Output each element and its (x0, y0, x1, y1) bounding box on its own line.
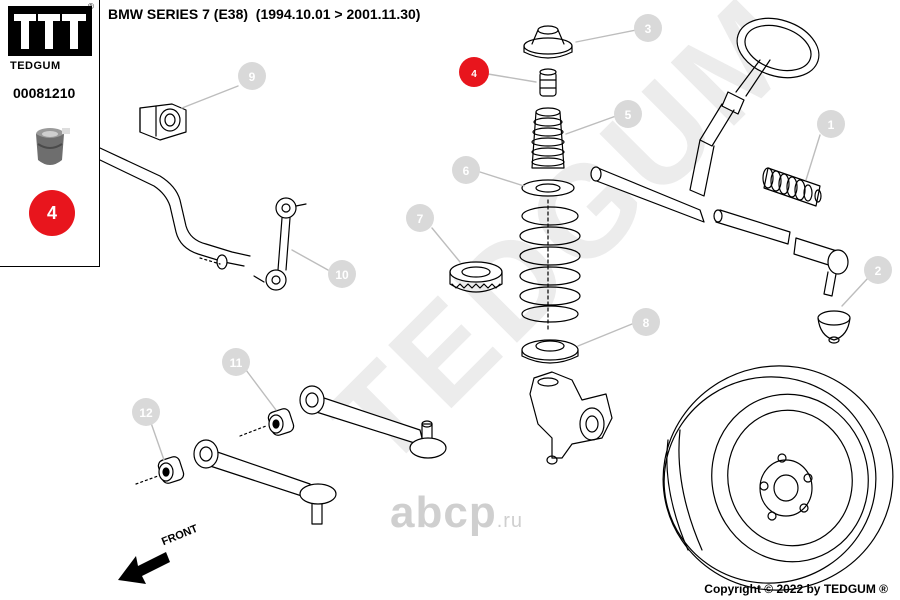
top-mount-drawing (523, 25, 573, 59)
part-number: 00081210 (13, 85, 76, 101)
wheel-drawing (662, 365, 894, 591)
store-watermark: abcp.ru (390, 488, 524, 537)
ball-joint-boot-drawing (817, 310, 851, 344)
callout-leaders (149, 29, 869, 461)
callout-11: 11 (230, 356, 243, 370)
callout-1: 1 (828, 118, 835, 132)
callout-6: 6 (463, 164, 470, 178)
front-arrow-icon (118, 552, 170, 584)
tedgum-logo (8, 6, 92, 56)
product-sidebar: ® TEDGUM 00081210 4 (0, 0, 100, 267)
coil-spring-drawing (519, 199, 581, 331)
tie-rod-end-drawing (793, 237, 849, 297)
upper-control-arm-drawing (239, 385, 447, 459)
steering-knuckle-drawing (529, 371, 613, 465)
stabilizer-link-drawing (253, 197, 307, 291)
lower-spring-seat-drawing (521, 339, 579, 364)
page-title: BMW SERIES 7 (E38) (1994.10.01 > 2001.11… (108, 6, 421, 22)
highlight-badge: 4 (29, 190, 75, 236)
callout-2: 2 (875, 264, 882, 278)
callout-7: 7 (417, 212, 424, 226)
callout-8: 8 (643, 316, 650, 330)
steering-wheel-drawing (590, 17, 820, 245)
callout-4: 4 (471, 69, 477, 80)
steering-boot-drawing (762, 167, 822, 207)
bump-stop-thumbnail (36, 128, 70, 165)
dust-cover-drawing (531, 107, 565, 169)
callout-9: 9 (249, 70, 256, 84)
bump-stop-drawing (539, 68, 557, 97)
callout-12: 12 (139, 406, 153, 420)
callout-circles (132, 14, 892, 426)
stabilizer-bushing-drawing (139, 103, 187, 141)
callout-3: 3 (645, 22, 652, 36)
lower-control-arm-drawing (135, 439, 337, 525)
copyright-text: Copyright © 2022 by TEDGUM ® (704, 582, 888, 596)
callout-10: 10 (335, 268, 349, 282)
strut-bearing-drawing (449, 261, 503, 293)
stabilizer-bar-drawing (99, 147, 251, 270)
upper-spring-seat-drawing (521, 179, 575, 197)
callout-5: 5 (625, 108, 632, 122)
registered-mark: ® (88, 2, 94, 11)
brand-name: TEDGUM (10, 60, 61, 72)
